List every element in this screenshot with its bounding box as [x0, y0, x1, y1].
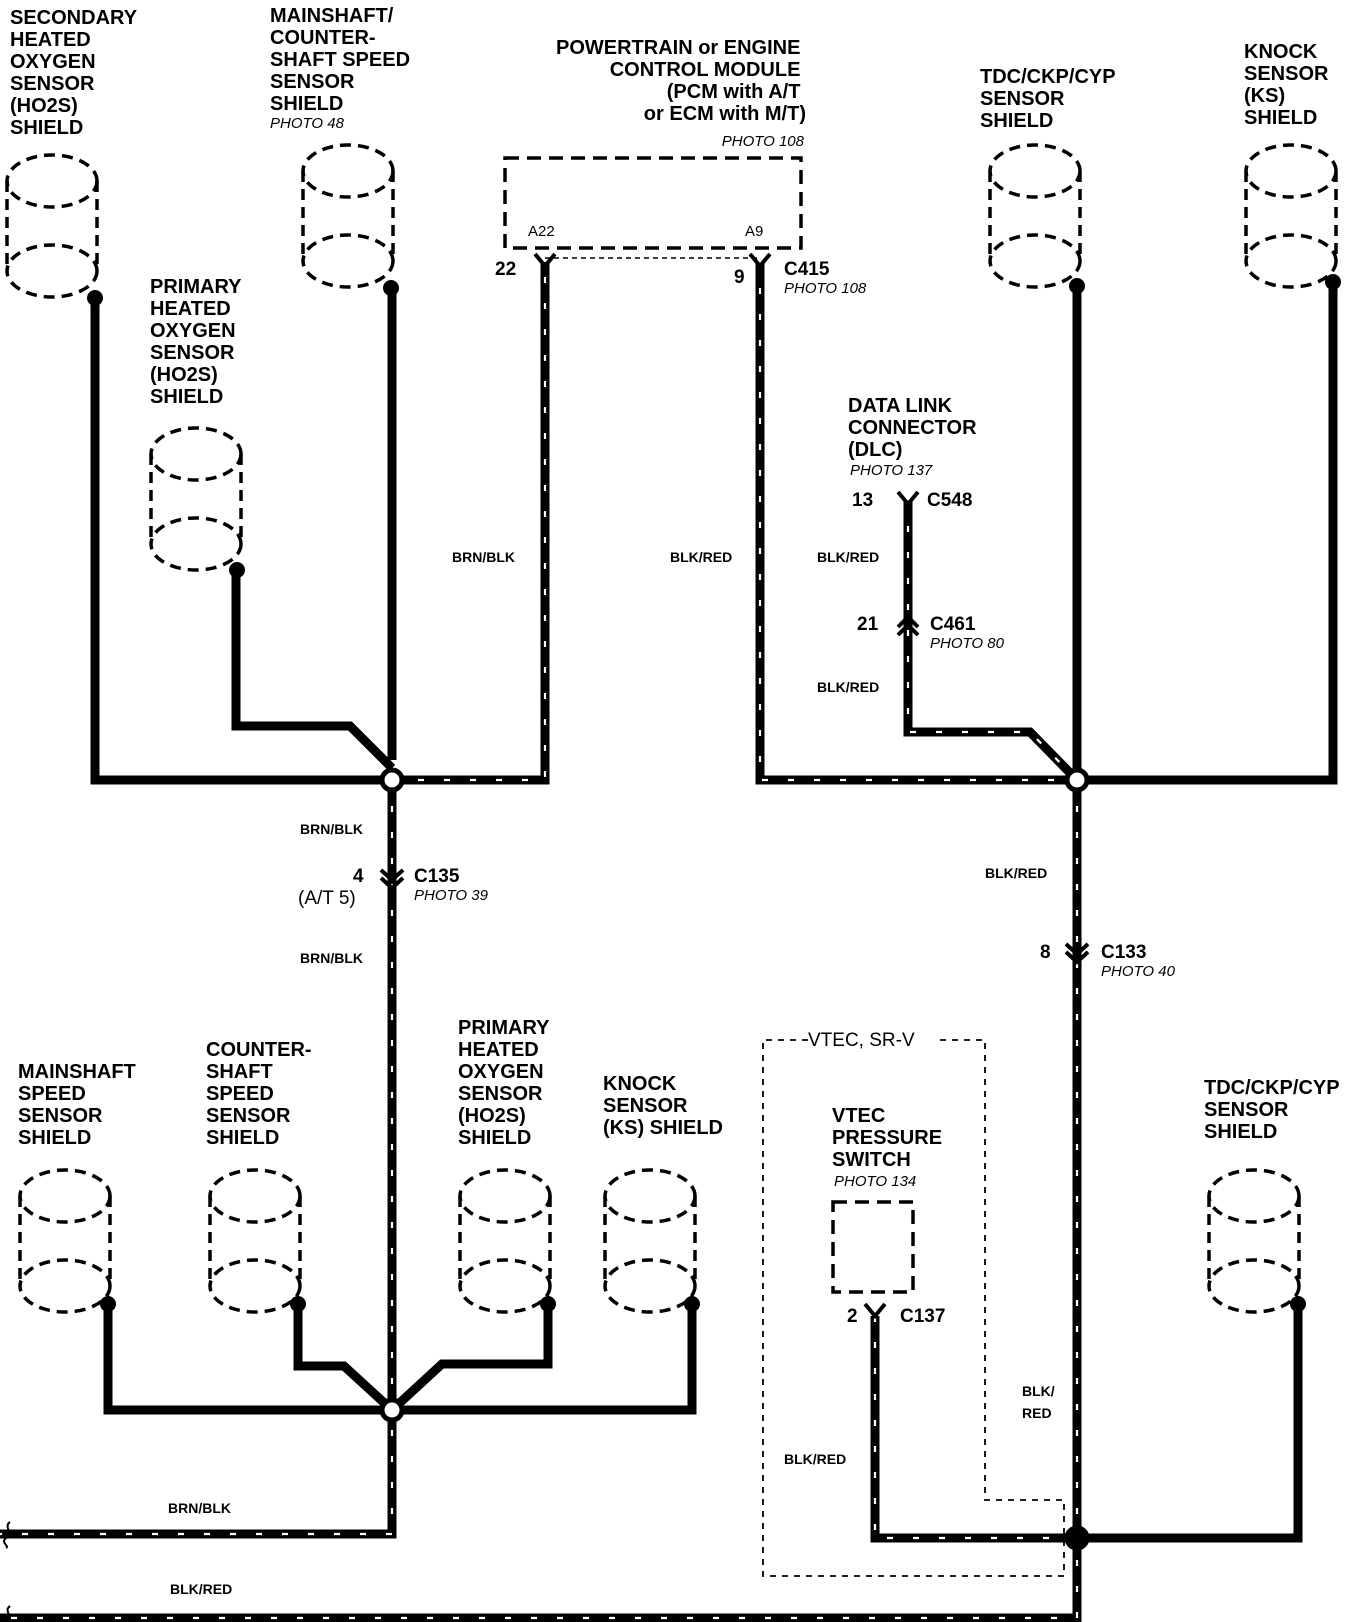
wire-knock-top: [1077, 286, 1338, 785]
photo-mainshaft-counter-top: PHOTO 48: [270, 115, 345, 132]
pcm-pin-a22: A22: [528, 223, 555, 240]
pin-2: 2: [847, 1306, 858, 1327]
wire-label-brn-bottom: BRN/BLK: [168, 1500, 231, 1516]
photo-c461: PHOTO 80: [930, 635, 1005, 652]
label-mainshaft-counter-top: MAINSHAFT/ COUNTER- SHAFT SPEED SENSOR S…: [270, 5, 416, 115]
wire-knock-bottom: [392, 1306, 697, 1415]
wire-break-marks: [3, 1521, 11, 1622]
wire-mainshaft-bottom: [103, 1306, 392, 1415]
shield-tdc-bottom: [1207, 1168, 1306, 1314]
pin-22: 22: [495, 259, 516, 280]
shield-primary-ho2s-top: [149, 426, 245, 578]
shield-countershaft-bottom: [208, 1168, 306, 1314]
label-primary-ho2s-top: PRIMARY HEATED OXYGEN SENSOR (HO2S) SHIE…: [150, 276, 247, 408]
wire-label-dlc-upper: BLK/RED: [817, 549, 879, 565]
connector-c133: C133: [1101, 942, 1146, 963]
photo-vtec-switch: PHOTO 134: [834, 1173, 916, 1190]
photo-c135: PHOTO 39: [414, 887, 489, 904]
connector-labels: C415 PHOTO 108 C548 C461 PHOTO 80 C135 P…: [414, 259, 1176, 1327]
label-dlc: DATA LINK CONNECTOR (DLC): [848, 395, 982, 461]
shield-primary-ho2s-bottom: [458, 1168, 556, 1314]
c548-glyph: [896, 490, 920, 508]
shield-mainshaft-counter-top: [301, 143, 399, 296]
vtec-group-label: VTEC, SR-V: [808, 1030, 915, 1051]
photo-pcm: PHOTO 108: [722, 133, 805, 150]
label-tdc-bottom: TDC/CKP/CYP SENSOR SHIELD: [1204, 1077, 1345, 1143]
vtec-pressure-switch-box: [831, 1200, 915, 1294]
wire-label-dlc-lower: BLK/RED: [817, 679, 879, 695]
wire-label-blk-right1: BLK/: [1022, 1383, 1055, 1399]
pin-9: 9: [734, 267, 745, 288]
shield-tdc-top: [988, 143, 1085, 294]
wire-color-labels: BRN/BLK BLK/RED BLK/RED BLK/RED BRN/BLK …: [168, 549, 1055, 1597]
pin-21: 21: [857, 614, 879, 635]
c135-glyph: [379, 868, 405, 891]
junction-bottom-right: [1064, 1525, 1090, 1551]
label-primary-ho2s-bottom: PRIMARY HEATED OXYGEN SENSOR (HO2S) SHIE…: [458, 1017, 555, 1149]
shield-mainshaft-bottom: [18, 1168, 116, 1314]
wire-countershaft-bottom: [293, 1306, 396, 1414]
label-pcm: POWERTRAIN or ENGINE CONTROL MODULE (PCM…: [556, 37, 806, 125]
solid-wires: [90, 286, 1338, 1543]
label-knock-top: KNOCK SENSOR (KS) SHIELD: [1244, 41, 1334, 129]
junction-top-right: [1064, 767, 1090, 793]
wire-label-blk-right2: RED: [1022, 1405, 1052, 1421]
photo-dlc: PHOTO 137: [850, 462, 933, 479]
wire-primary-ho2s-bottom: [388, 1306, 553, 1414]
label-vtec-switch: VTEC PRESSURE SWITCH: [832, 1105, 948, 1171]
pcm-pin-a9: A9: [745, 223, 763, 240]
photo-c415: PHOTO 108: [784, 280, 867, 297]
connector-c135: C135: [414, 866, 460, 887]
wire-secondary-ho2s: [90, 300, 392, 785]
striped-wires: [0, 262, 1082, 1622]
wire-label-blk-pcm: BLK/RED: [670, 549, 732, 565]
photo-c133: PHOTO 40: [1101, 963, 1176, 980]
wire-tdc-bottom: [1080, 1306, 1303, 1543]
c461-glyph: [896, 614, 920, 637]
wire-primary-ho2s-top: [231, 570, 396, 772]
wire-label-brn-pcm: BRN/BLK: [452, 549, 515, 565]
vtec-group: VTEC, SR-V: [762, 1030, 1065, 1577]
wire-label-brn-mid: BRN/BLK: [300, 821, 363, 837]
component-labels: SECONDARY HEATED OXYGEN SENSOR (HO2S) SH…: [10, 5, 1345, 1190]
connector-c137: C137: [900, 1306, 945, 1327]
wire-label-blk-mid: BLK/RED: [985, 865, 1047, 881]
wire-label-brn-low: BRN/BLK: [300, 950, 363, 966]
shield-knock-top: [1244, 143, 1341, 290]
label-mainshaft-bottom: MAINSHAFT SPEED SENSOR SHIELD: [18, 1061, 141, 1149]
connector-c415: C415: [784, 259, 830, 280]
label-tdc-top: TDC/CKP/CYP SENSOR SHIELD: [980, 66, 1121, 132]
shield-secondary-ho2s: [5, 153, 103, 306]
pin-4: 4: [353, 866, 364, 887]
pin-13: 13: [852, 490, 873, 511]
junction-bottom-left: [379, 1397, 405, 1423]
pcm-box: A22 A9: [503, 156, 803, 270]
label-secondary-ho2s: SECONDARY HEATED OXYGEN SENSOR (HO2S) SH…: [10, 7, 142, 139]
label-countershaft-bottom: COUNTER- SHAFT SPEED SENSOR SHIELD: [206, 1039, 317, 1149]
c133-glyph: [1064, 942, 1090, 965]
wire-label-vtec: BLK/RED: [784, 1451, 846, 1467]
junction-top-left: [379, 767, 405, 793]
junctions: [379, 767, 1090, 1551]
wire-label-blk-bottom: BLK/RED: [170, 1581, 232, 1597]
label-knock-bottom: KNOCK SENSOR (KS) SHIELD: [603, 1073, 723, 1139]
connector-glyphs: [379, 490, 1090, 965]
connector-c548: C548: [927, 490, 972, 511]
connector-c461: C461: [930, 614, 976, 635]
pin-labels: 22 9 13 21 4 (A/T 5) 8 2: [298, 259, 1051, 1327]
shield-knock-bottom: [603, 1168, 700, 1314]
pin-8: 8: [1040, 942, 1051, 963]
pin-4-alt: (A/T 5): [298, 888, 356, 909]
